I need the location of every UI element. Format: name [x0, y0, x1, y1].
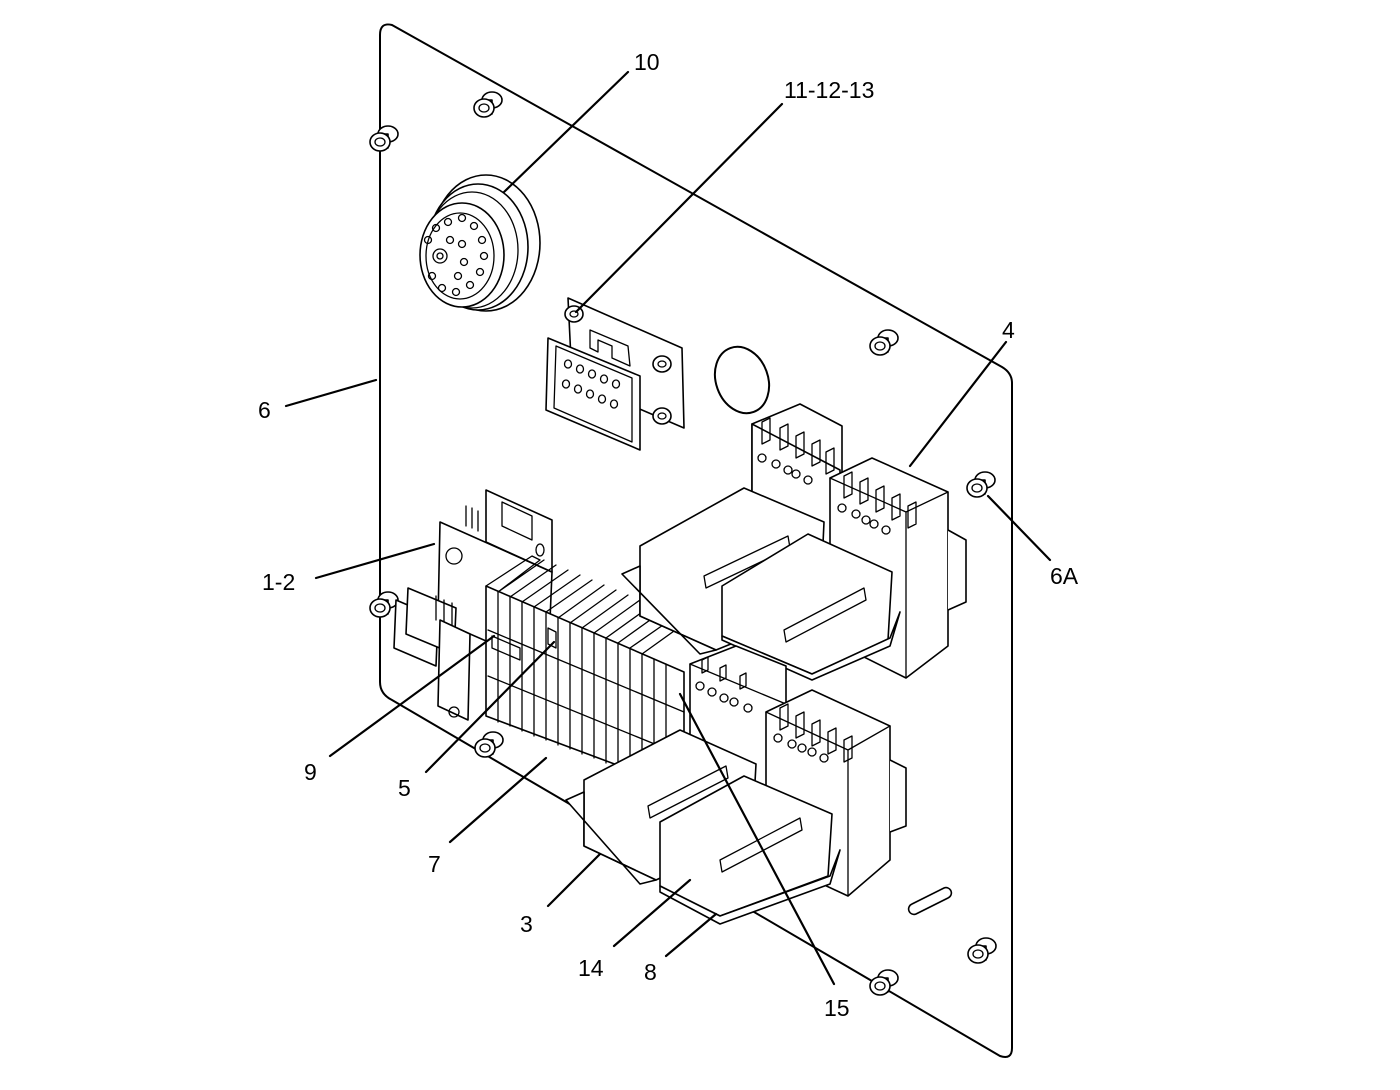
leader-9 [328, 634, 496, 758]
connector-pin-holes [423, 213, 489, 297]
circular-connector [419, 174, 541, 312]
mounting-stud [966, 471, 996, 498]
mounting-stud [473, 91, 503, 118]
leader-5 [424, 640, 556, 774]
leader-6a [986, 494, 1052, 562]
callout-6a: 6A [1050, 563, 1079, 589]
callout-9: 9 [304, 759, 317, 785]
leader-11-12-13 [574, 102, 784, 314]
relay-socket-upper-front [721, 533, 901, 681]
callout-11-12-13: 11-12-13 [784, 77, 874, 103]
mounting-stud [474, 731, 504, 758]
mounting-stud [369, 125, 399, 152]
callout-10: 10 [634, 49, 660, 75]
plate-hole [713, 345, 771, 415]
mounting-stud [369, 591, 399, 618]
mounting-stud [869, 329, 899, 356]
plate-pin [907, 886, 953, 916]
callout-4: 4 [1002, 317, 1015, 343]
mounting-stud [967, 937, 997, 964]
callout-15: 15 [824, 995, 850, 1021]
callout-5: 5 [398, 775, 411, 801]
callout-14: 14 [578, 955, 604, 981]
callout-7: 7 [428, 851, 441, 877]
relay-socket-lower-front [659, 775, 841, 925]
leader-1-2 [314, 542, 436, 580]
callout-6: 6 [258, 397, 271, 423]
leader-15 [678, 692, 836, 986]
callout-3: 3 [520, 911, 533, 937]
leader-lines [284, 70, 1052, 986]
callout-labels: 10 11-12-13 4 6 6A 1-2 9 5 7 3 14 8 15 [258, 49, 1079, 1021]
terminal-block-slices [485, 555, 689, 786]
mounting-stud-group [369, 91, 997, 996]
leader-10 [502, 70, 630, 194]
leader-7 [448, 756, 548, 844]
callout-1-2: 1-2 [262, 569, 295, 595]
callout-8: 8 [644, 959, 657, 985]
leader-8 [664, 912, 718, 958]
leader-3 [546, 852, 602, 908]
leader-4 [908, 340, 1008, 468]
mounting-plate [379, 23, 1013, 1058]
leader-6 [284, 378, 378, 408]
rectangular-connector [545, 297, 685, 451]
leader-14 [612, 878, 692, 948]
mounting-stud [869, 969, 899, 996]
connector-cavities [561, 359, 621, 409]
